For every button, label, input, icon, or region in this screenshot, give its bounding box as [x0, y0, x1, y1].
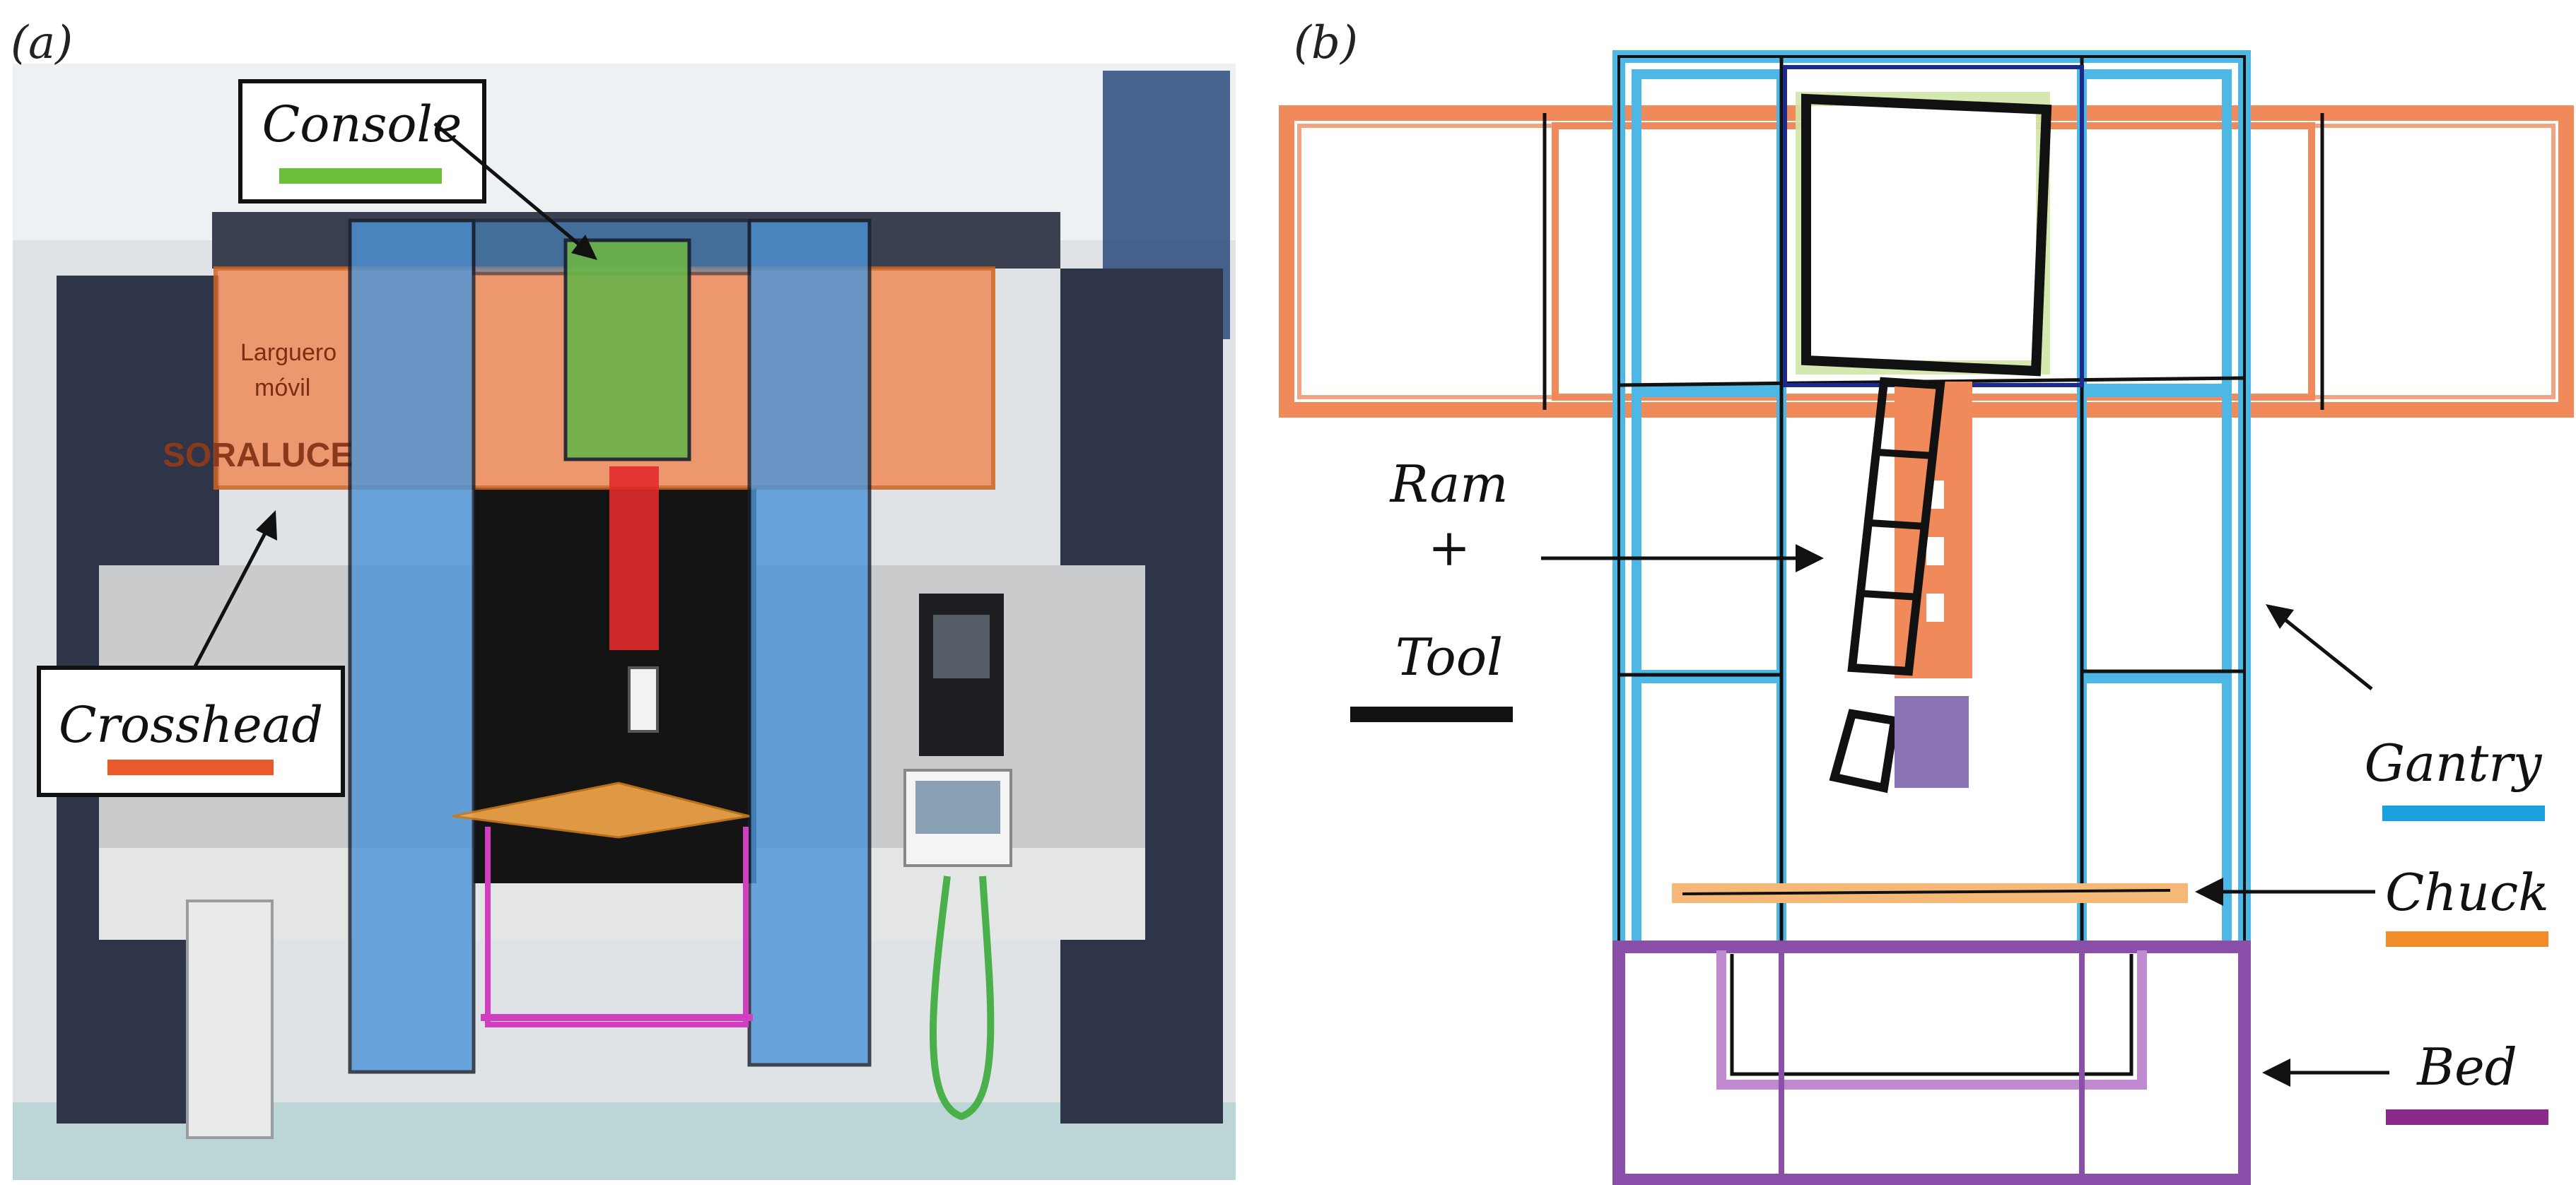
- console-swatch: [279, 168, 442, 184]
- panel-b-label: (b): [1294, 17, 1358, 69]
- chuck-overlay: [452, 782, 750, 839]
- ram-arrowhead: [1796, 544, 1824, 572]
- green-cable: [930, 876, 995, 1121]
- chuck-schematic: [1672, 883, 2188, 903]
- tool-overlay: [628, 666, 659, 733]
- panel-a-label: (a): [11, 17, 73, 69]
- console-overlay: [563, 238, 691, 461]
- console-schematic: [1783, 65, 2084, 387]
- gantry-label: Gantry: [2365, 733, 2543, 793]
- console-arrowhead: [571, 235, 597, 260]
- chuck-swatch: [2386, 931, 2548, 947]
- gantry-right-column: [747, 218, 872, 1067]
- sign-line2: móvil: [254, 375, 310, 401]
- bed-schematic: [1612, 941, 2251, 1185]
- bed-arrowhead: [2262, 1059, 2290, 1087]
- crosshead-swatch: [107, 760, 274, 775]
- bed-label: Bed: [2416, 1037, 2517, 1097]
- crosshead-arrowhead: [256, 510, 277, 541]
- console-label: Console: [262, 95, 462, 153]
- gantry-arrow: [2282, 617, 2373, 690]
- ram-label-line1: Ram: [1388, 454, 1508, 514]
- access-ramp: [186, 900, 274, 1139]
- sign-line1: Larguero: [240, 339, 336, 366]
- gantry-left-column: [348, 218, 476, 1074]
- photo-ceiling: [13, 64, 1236, 240]
- chuck-label: Chuck: [2385, 863, 2549, 922]
- control-pendant-screen: [933, 615, 990, 678]
- operator-panel-screen: [915, 781, 1000, 834]
- ram-label-line3: Tool: [1395, 627, 1503, 687]
- ram-label-line2: +: [1428, 518, 1470, 577]
- panel-a: Larguero móvil SORALUCE Console Crosshea…: [11, 17, 1236, 1180]
- sign-brand: SORALUCE: [163, 437, 353, 474]
- bed-swatch: [2386, 1109, 2548, 1125]
- gantry-arrowhead: [2266, 604, 2294, 629]
- panel-b: (b): [1279, 17, 2574, 1185]
- crosshead-label: Crosshead: [59, 696, 323, 754]
- ram-tool-swatch: [1350, 707, 1513, 722]
- ram-overlay: [609, 466, 659, 650]
- bed-overlay: [485, 827, 749, 1027]
- console-arrow: [433, 122, 588, 252]
- crosshead-arrow: [192, 525, 271, 669]
- chuck-arrowhead: [2195, 878, 2223, 906]
- gantry-swatch: [2382, 806, 2545, 821]
- ram-tool-schematic: [1829, 377, 1972, 794]
